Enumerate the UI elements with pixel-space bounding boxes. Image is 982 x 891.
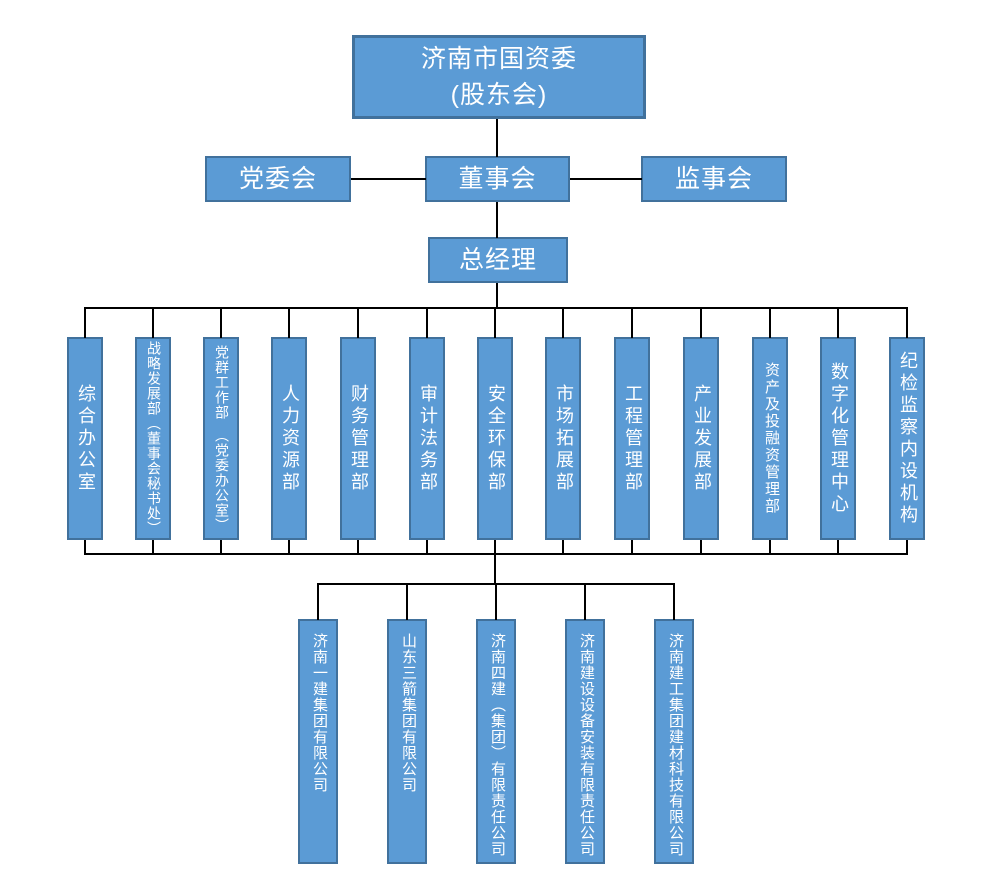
dept-box: 党群工作部 （党委办公室） (203, 337, 239, 540)
connector-line (406, 583, 408, 620)
company-box: 济南四建（集团）有限责任公司 (476, 619, 516, 864)
connector-line (426, 307, 428, 338)
connector-line (631, 540, 633, 555)
dept-box: 战略发展部（董事会秘书处） (135, 337, 171, 540)
connector-line (769, 307, 771, 338)
connector-line (906, 540, 908, 555)
dept-box: 审计法务部 (409, 337, 445, 540)
org-node-board-of-directors: 董事会 (425, 156, 570, 202)
company-box: 济南一建集团有限公司 (298, 619, 338, 864)
connector-line (494, 553, 496, 584)
connector-line (426, 540, 428, 555)
dept-box: 资产及投融资管理部 (752, 337, 788, 540)
connector-line (837, 540, 839, 555)
connector-line (84, 307, 86, 338)
company-box: 山东三箭集团有限公司 (387, 619, 427, 864)
connector-line (700, 540, 702, 555)
org-node-shareholders: 济南市国资委 (股东会) (352, 35, 646, 119)
connector-line (152, 540, 154, 555)
org-node-shareholders-line1: 济南市国资委 (420, 45, 577, 73)
dept-box: 数字化管理中心 (820, 337, 856, 540)
connector-line (357, 307, 359, 338)
org-node-supervisory-board: 监事会 (641, 156, 787, 202)
connector-line (85, 307, 908, 309)
dept-box: 市场拓展部 (545, 337, 581, 540)
dept-box: 财务管理部 (340, 337, 376, 540)
connector-line (357, 540, 359, 555)
connector-line (496, 119, 498, 157)
connector-line (494, 307, 496, 338)
connector-line (769, 540, 771, 555)
connector-line (495, 583, 497, 620)
dept-box: 纪检监察内设机构 (889, 337, 925, 540)
dept-box: 工程管理部 (614, 337, 650, 540)
connector-line (631, 307, 633, 338)
connector-line (570, 178, 642, 180)
connector-line (496, 202, 498, 238)
connector-line (562, 540, 564, 555)
connector-line (220, 307, 222, 338)
org-node-general-manager: 总经理 (428, 237, 568, 283)
connector-line (562, 307, 564, 338)
connector-line (288, 540, 290, 555)
connector-line (84, 540, 86, 555)
company-box: 济南建设设备安装有限责任公司 (565, 619, 605, 864)
connector-line (317, 583, 319, 620)
connector-line (673, 583, 675, 620)
connector-line (496, 283, 498, 308)
dept-box: 产业发展部 (683, 337, 719, 540)
connector-line (700, 307, 702, 338)
dept-box: 安全环保部 (477, 337, 513, 540)
connector-line (220, 540, 222, 555)
org-node-shareholders-line2: (股东会) (450, 81, 548, 109)
connector-line (837, 307, 839, 338)
dept-box: 人力资源部 (271, 337, 307, 540)
connector-line (906, 307, 908, 338)
connector-line (494, 540, 496, 555)
connector-line (152, 307, 154, 338)
dept-box: 综合办公室 (67, 337, 103, 540)
connector-line (85, 553, 908, 555)
connector-line (288, 307, 290, 338)
company-box: 济南建工集团建材科技有限公司 (654, 619, 694, 864)
org-node-party-committee: 党委会 (205, 156, 351, 202)
connector-line (351, 178, 426, 180)
connector-line (584, 583, 586, 620)
